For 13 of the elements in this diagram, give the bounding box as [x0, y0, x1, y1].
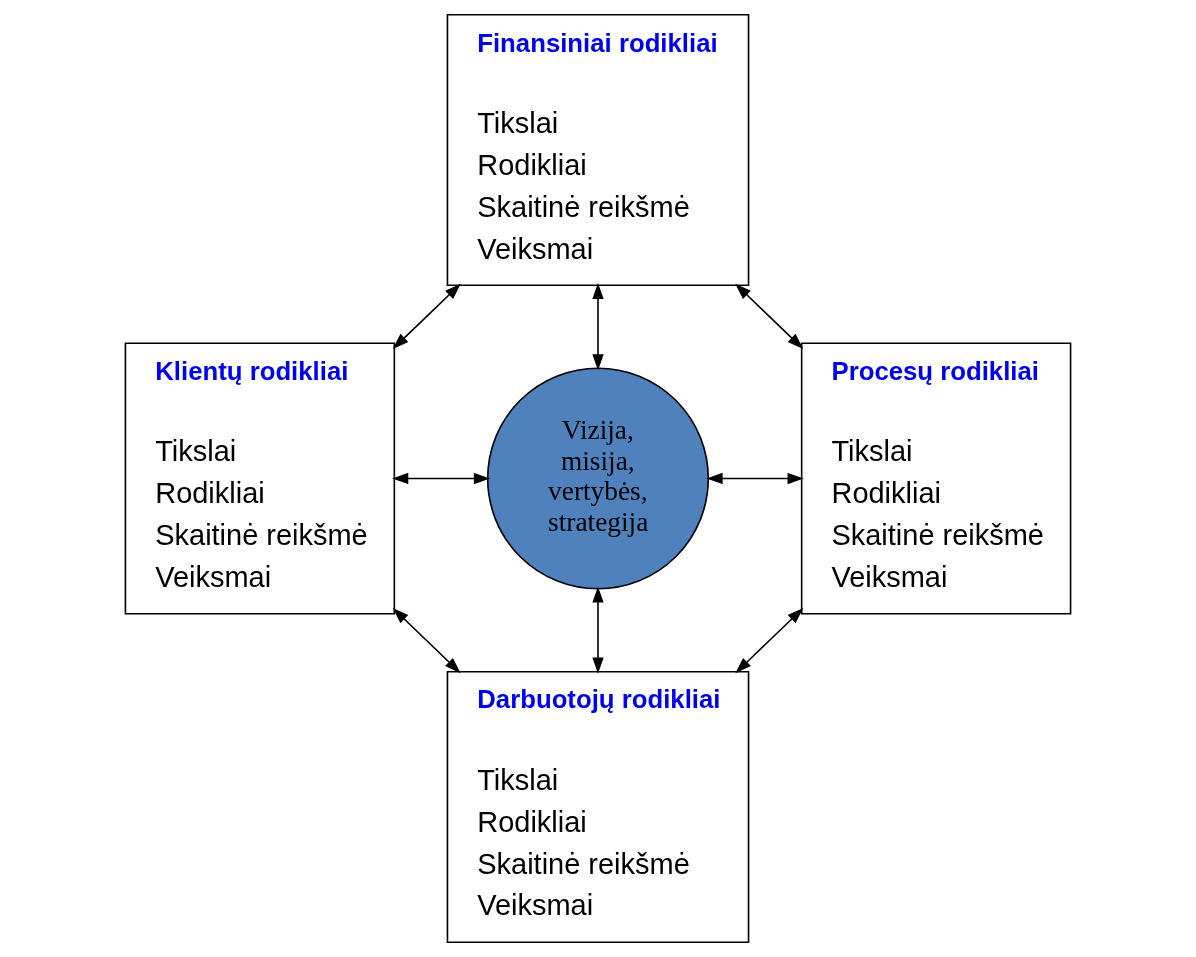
- node-box: Darbuotojų rodikliai Tikslai Rodikliai Skaitinė reikšmė Veiksmai: [446, 670, 750, 943]
- node-box: Klientų rodikliai Tikslai Rodikliai Skaitinė reikšmė Veiksmai: [124, 342, 396, 615]
- arrow: [706, 472, 804, 485]
- arrow: [392, 607, 461, 674]
- arrow: [392, 472, 490, 485]
- arrow: [592, 282, 604, 371]
- arrow: [735, 607, 804, 674]
- arrow: [392, 283, 461, 350]
- node-circle: Vizija, misija, vertybės, strategija: [486, 367, 710, 590]
- node-box: Procesų rodikliai Tikslai Rodikliai Skaitinė reikšmė Veiksmai: [800, 342, 1072, 615]
- node-box: Finansiniai rodikliai Tikslai Rodikliai Skaitinė reikšmė Veiksmai: [446, 14, 750, 287]
- arrow: [592, 586, 604, 674]
- arrow: [735, 283, 804, 350]
